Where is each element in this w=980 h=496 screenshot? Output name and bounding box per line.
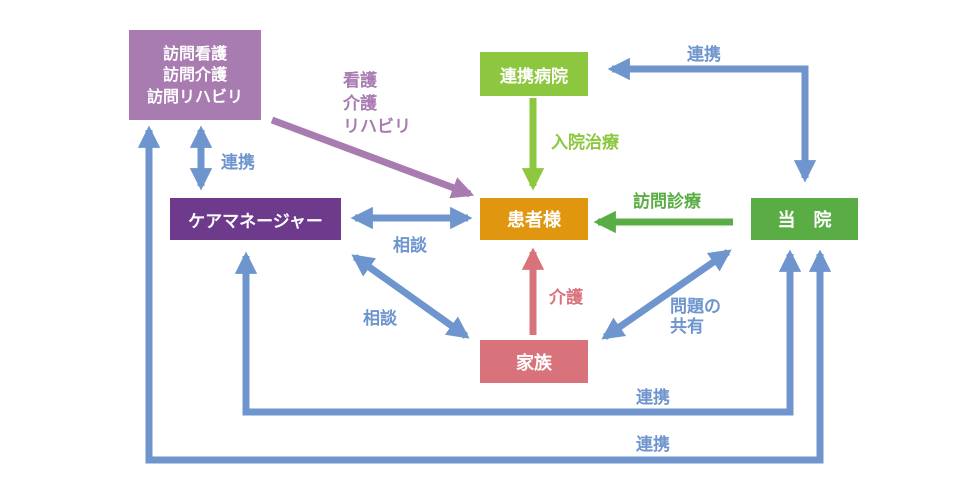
node-visit-services: 訪問看護 訪問介護 訪問リハビリ (129, 30, 261, 120)
node-care-manager: ケアマネージャー (170, 198, 341, 240)
label-admission: 入院治療 (551, 133, 619, 153)
label-problem-line-1: 問題の (670, 297, 721, 317)
visit-services-line-2: 訪問介護 (162, 65, 227, 85)
arrow-caremanager-hospital (234, 249, 802, 416)
label-home-visit: 訪問診療 (633, 192, 701, 212)
partner-hospital-label: 連携病院 (500, 66, 568, 87)
node-family: 家族 (480, 340, 588, 383)
label-hospital-partner: 連携 (687, 45, 721, 65)
label-visit-nursing: 看護 (343, 71, 377, 91)
label-problem-line-2: 共有 (670, 317, 704, 338)
arrow-visit-hospital (137, 125, 832, 464)
node-our-hospital: 当 院 (751, 198, 858, 240)
visit-services-line-3: 訪問リハビリ (146, 86, 243, 106)
label-visit-caremanager: 連携 (221, 153, 255, 173)
label-visit-care: 介護 (343, 93, 377, 114)
label-family-hospital: 問題の 共有 (670, 297, 721, 338)
arrow-hospital-partner (607, 57, 817, 183)
care-manager-label: ケアマネージャー (188, 211, 323, 232)
label-caremanager-patient: 相談 (393, 236, 427, 256)
label-visit-rehab: リハビリ (343, 116, 411, 137)
label-visit-to-patient: 看護 介護 リハビリ (343, 70, 411, 139)
label-caremanager-hospital: 連携 (636, 388, 670, 408)
label-visit-hospital: 連携 (636, 435, 670, 455)
family-label: 家族 (516, 352, 552, 374)
visit-services-line-1: 訪問看護 (162, 43, 227, 63)
label-family-care: 介護 (549, 288, 583, 308)
our-hospital-label: 当 院 (777, 210, 832, 231)
node-partner-hospital: 連携病院 (480, 52, 588, 96)
node-patient: 患者様 (480, 198, 588, 240)
label-caremanager-family: 相談 (363, 309, 397, 329)
patient-label: 患者様 (507, 210, 561, 231)
